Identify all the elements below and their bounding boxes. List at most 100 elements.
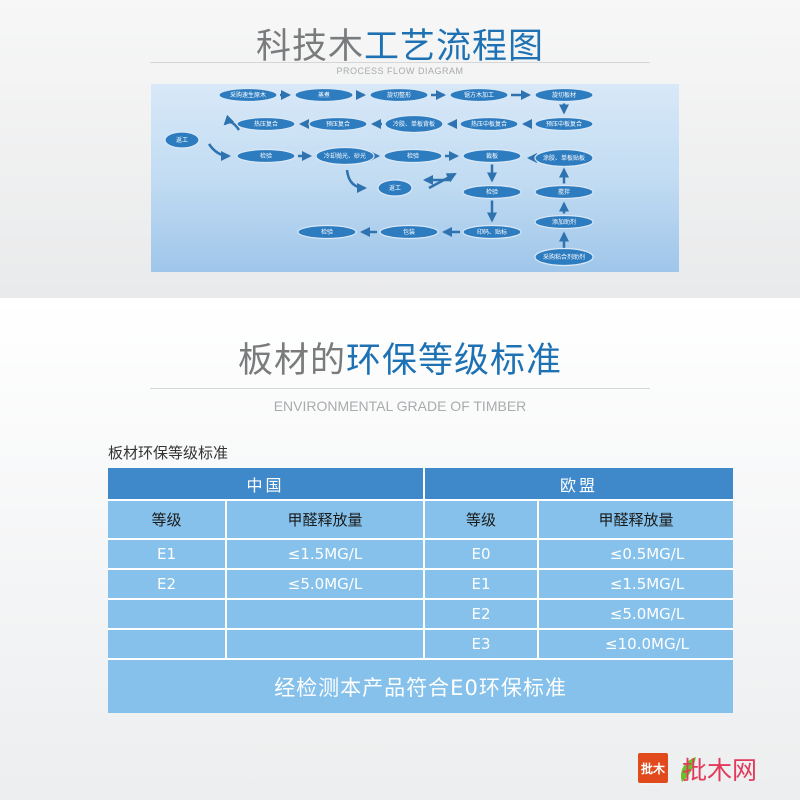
flow-node: 返工 — [377, 179, 413, 197]
flow-node-shape — [534, 87, 594, 103]
flow-node: 热压中板复合 — [459, 116, 519, 132]
eu-emission-cell: ≤5.0MG/L — [538, 598, 734, 629]
flow-node: 检验 — [462, 184, 522, 200]
flow-node: 印码、贴标 — [462, 224, 522, 240]
flow-node: 锯方木加工 — [449, 87, 509, 103]
flow-node-shape — [462, 184, 522, 200]
flow-node-shape — [315, 146, 375, 166]
cn-grade-cell-empty — [108, 598, 227, 629]
flow-node-label: 采购粘合剂助剂 — [543, 253, 585, 261]
flow-node: 冷却抛光、砂光 — [315, 146, 375, 166]
eu-grade-cell: E2 — [424, 598, 540, 629]
region-header-row: 中国 欧盟 — [108, 468, 734, 500]
flow-node-label: 蒸煮 — [318, 91, 330, 99]
flow-node-shape — [534, 214, 594, 230]
logo-badge-text: 批木 — [641, 761, 666, 776]
flow-node: 添加助剂 — [534, 214, 594, 230]
flow-node-label: 旋切整形 — [387, 91, 411, 99]
flow-node-shape — [377, 179, 413, 197]
flow-node: 涂胶、单板贴板 — [534, 148, 594, 168]
flow-arrow — [223, 114, 241, 131]
flow-node-label: 预压中板复合 — [546, 120, 582, 128]
eu-grade-cell: E1 — [424, 568, 540, 599]
flow-node: 检验 — [236, 148, 296, 164]
table-row: E1 ≤1.5MG/L E0 ≤0.5MG/L — [108, 538, 734, 569]
flow-node-label: 检验 — [486, 188, 498, 196]
cn-grade-cell-empty — [108, 628, 227, 660]
flow-node-shape — [379, 224, 439, 240]
eu-emission-cell: ≤1.5MG/L — [538, 568, 734, 599]
flow-node-shape — [297, 224, 357, 240]
flow-node: 检验 — [383, 148, 443, 164]
flow-node: 蒸煮 — [294, 87, 354, 103]
table-footer-row: 经检测本产品符合E0环保标准 — [108, 659, 734, 713]
flow-node-shape — [459, 116, 519, 132]
standard-title-grey: 板材的 — [237, 341, 346, 381]
flow-node-shape — [383, 148, 443, 164]
process-flow-diagram: 采购速生原木蒸煮旋切整形锯方木加工旋切板材预压中板复合热压中板复合冷胶、单板背板… — [151, 84, 679, 272]
flow-node-label: 热压复合 — [254, 120, 278, 128]
flow-node-shape — [369, 87, 429, 103]
flow-node: 预压复合 — [308, 116, 368, 132]
flow-node-label: 检验 — [321, 228, 333, 236]
table-caption: 板材环保等级标准 — [108, 444, 229, 462]
logo-brand-text: 批木网 — [682, 756, 757, 785]
logo-leaf-icon — [680, 757, 696, 782]
cn-emission-cell-empty — [226, 598, 426, 629]
column-header-cn-emission: 甲醛释放量 — [226, 499, 426, 539]
grade-table: 中国 欧盟 等级 甲醛释放量 等级 甲醛释放量 E1 ≤1.5MG/L E0 ≤… — [108, 468, 734, 713]
flow-node: 预压中板复合 — [534, 116, 594, 132]
flow-node-shape — [462, 148, 522, 164]
flow-node-label: 涂胶、单板贴板 — [543, 154, 585, 162]
table-row: E2 ≤5.0MG/L — [108, 598, 734, 629]
eu-emission-cell: ≤10.0MG/L — [538, 628, 734, 660]
flow-node-label: 锯方木加工 — [464, 91, 494, 99]
flow-node: 返工 — [164, 131, 200, 149]
standard-title-divider — [150, 388, 650, 389]
region-header-china: 中国 — [108, 468, 426, 500]
logo-site-text: Xxpimu.com — [640, 782, 659, 786]
flow-node-label: 旋切板材 — [552, 91, 576, 99]
flow-node: 采购粘合剂助剂 — [534, 247, 594, 267]
flow-node-label: 冷却抛光、砂光 — [324, 152, 366, 160]
flow-node-shape — [384, 114, 444, 134]
cn-emission-cell: ≤1.5MG/L — [226, 538, 426, 569]
flow-node-shape — [449, 87, 509, 103]
column-header-eu-emission: 甲醛释放量 — [538, 499, 734, 539]
flow-node: 搅拌 — [534, 184, 594, 200]
column-header-row: 等级 甲醛释放量 等级 甲醛释放量 — [108, 499, 734, 539]
flow-node-shape — [534, 116, 594, 132]
eu-emission-cell: ≤0.5MG/L — [538, 538, 734, 569]
cn-grade-cell: E2 — [108, 568, 227, 599]
eu-grade-cell: E0 — [424, 538, 540, 569]
flow-node-label: 印码、贴标 — [477, 228, 507, 236]
flow-node: 冷胶、单板背板 — [384, 114, 444, 134]
flow-node-label: 返工 — [389, 185, 401, 192]
flow-node: 包装 — [379, 224, 439, 240]
cn-grade-cell: E1 — [108, 538, 227, 569]
region-header-eu: 欧盟 — [424, 468, 734, 500]
flow-node-shape — [236, 148, 296, 164]
cn-emission-cell-empty — [226, 628, 426, 660]
flow-node-label: 搅拌 — [558, 188, 570, 196]
flow-arrow — [207, 143, 231, 161]
pimu-logo: 批木 批木网 Xxpimu.com — [638, 753, 757, 786]
column-header-cn-grade: 等级 — [108, 499, 227, 539]
cn-emission-cell: ≤5.0MG/L — [226, 568, 426, 599]
flow-node: 热压复合 — [236, 116, 296, 132]
flow-chart-canvas: 采购速生原木蒸煮旋切整形锯方木加工旋切板材预压中板复合热压中板复合冷胶、单板背板… — [164, 87, 594, 267]
flow-node-label: 包装 — [403, 228, 415, 236]
process-title-blue: 工艺流程图 — [364, 27, 545, 67]
standard-subtitle: ENVIRONMENTAL GRADE OF TIMBER — [273, 398, 527, 414]
flow-node-label: 添加助剂 — [552, 218, 576, 226]
process-subtitle: PROCESS FLOW DIAGRAM — [336, 66, 464, 76]
flow-node-label: 裁板 — [486, 152, 498, 160]
flow-node-shape — [462, 224, 522, 240]
process-title-divider — [150, 62, 650, 63]
logo-badge — [638, 753, 668, 783]
flow-node-shape — [294, 87, 354, 103]
standard-title-blue: 环保等级标准 — [346, 341, 563, 381]
flow-node-label: 预压复合 — [326, 120, 350, 128]
column-header-eu-grade: 等级 — [424, 499, 540, 539]
flow-node-shape — [218, 87, 278, 103]
